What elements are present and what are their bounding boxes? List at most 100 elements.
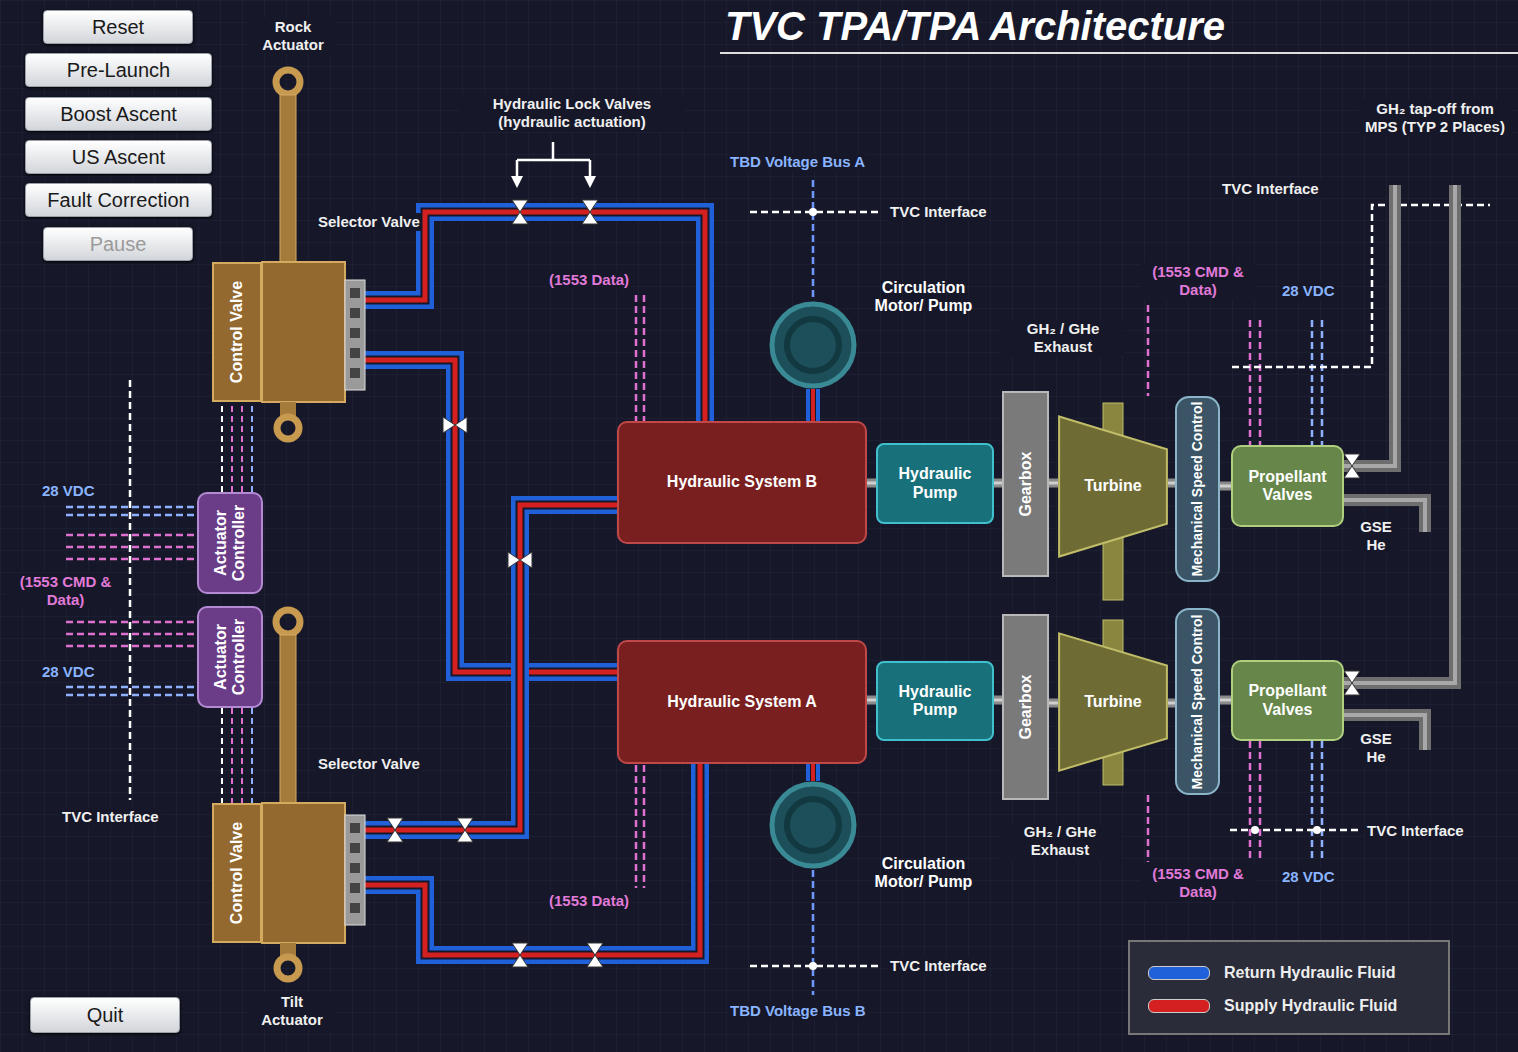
wire-line (241, 708, 243, 803)
smallpipe-line (811, 764, 815, 781)
part-label: Selector Valve (316, 755, 422, 773)
part-label: Tilt Actuator (248, 993, 336, 1029)
data-wire (636, 295, 644, 888)
smallpipe-line (811, 389, 815, 421)
legend-text: Supply Hydraulic Fluid (1224, 997, 1397, 1015)
lock-valves (387, 200, 1360, 967)
connector (262, 764, 700, 955)
node-label: Quit (87, 1004, 124, 1027)
actuator-eye (276, 70, 300, 94)
hydraulic-system: Hydraulic System A (617, 640, 867, 764)
title-underline (720, 52, 1518, 54)
smallpipe-line (806, 764, 820, 781)
part-label: Selector Valve (316, 213, 422, 231)
actuator-controller: Actuator Controller (197, 606, 263, 708)
circulation-pump: Circulation Motor/ Pump (769, 781, 857, 869)
lock-valve (457, 818, 473, 842)
legend-swatch (1148, 999, 1210, 1013)
shaft-line (1168, 479, 1175, 488)
gearbox: Gearbox (1002, 391, 1049, 577)
node-label: Pre-Launch (67, 59, 170, 82)
node-label: Hydraulic Pump (878, 683, 992, 720)
pump-rotor (787, 319, 839, 371)
junction-dot (809, 208, 817, 216)
junction-dot (1313, 826, 1321, 834)
legend-swatch (1148, 966, 1210, 980)
node-label: Actuator Controller (212, 610, 249, 704)
smallpipe-line (810, 389, 816, 421)
wire-line (221, 402, 223, 492)
node-label: Mechanical Speed Control (1190, 400, 1205, 578)
wire-line (231, 708, 233, 803)
part-label: 28 VDC (40, 663, 97, 681)
part-label: (1553 Data) (547, 271, 631, 289)
actuator-eye (276, 610, 300, 634)
connector (262, 212, 705, 421)
mode-button: Reset (43, 10, 193, 44)
connector (1220, 700, 1231, 701)
lock-valve (443, 417, 467, 433)
turbine-shape (1059, 416, 1167, 556)
node-label: Gearbox (1016, 618, 1034, 796)
actuator-eye (277, 417, 299, 439)
wire-line (221, 708, 223, 803)
gas-pipe (1340, 185, 1455, 750)
actuator-rod (280, 635, 296, 803)
pipe-line (262, 764, 700, 955)
hydraulic-system: Hydraulic System B (617, 421, 867, 544)
node-label: Boost Ascent (60, 103, 177, 126)
tvc-interface-line (129, 380, 132, 800)
node-label: Turbine (1084, 693, 1141, 711)
shaft-line (994, 696, 1002, 705)
lock-valve (512, 200, 528, 224)
circulation-pump: Circulation Motor/ Pump (769, 301, 857, 389)
selector-ports (350, 823, 360, 913)
data-wire (66, 622, 197, 646)
data-wire (1250, 320, 1260, 862)
selector-ports (350, 288, 360, 378)
part-label: GH₂ / GHe Exhaust (1001, 320, 1125, 356)
pump-circle (772, 784, 854, 866)
connector (1168, 483, 1175, 484)
actuator-rod (280, 95, 296, 262)
part-label: (1553 CMD & Data) (6, 573, 125, 609)
tap-off-valve (1344, 671, 1360, 695)
bracket-arrowheads (511, 176, 596, 188)
data-wire (1147, 305, 1150, 862)
node-label: Circulation Motor/ Pump (861, 855, 986, 892)
smallpipe-line (810, 764, 816, 781)
mode-button: Fault Correction (25, 183, 212, 217)
lock-valve (587, 943, 603, 967)
turbine: Turbine (1058, 632, 1168, 772)
propellant-valves: Propellant Valves (1231, 660, 1344, 741)
lock-valve (387, 818, 403, 842)
quit-button: Quit (30, 997, 180, 1033)
control-valve: Control Valve (212, 262, 262, 402)
pipe-line (262, 360, 617, 672)
part-label: (1553 CMD & Data) (1141, 263, 1255, 299)
connector (994, 700, 1002, 701)
hydraulic-pump: Hydraulic Pump (876, 443, 994, 524)
selector-valve (345, 280, 365, 390)
rock-actuator (262, 70, 365, 439)
signal-wires (66, 180, 1490, 995)
legend-box: Return Hydraulic FluidSupply Hydraulic F… (1128, 940, 1450, 1035)
actuator-controller: Actuator Controller (197, 492, 263, 594)
part-label: 28 VDC (1280, 282, 1337, 300)
shaft-line (867, 479, 876, 488)
node-label: Pause (90, 233, 147, 256)
actuator-eye (277, 957, 299, 979)
connector (813, 764, 814, 781)
tvc-interface-line (1230, 829, 1360, 832)
part-label: 28 VDC (40, 482, 97, 500)
legend-row: Supply Hydraulic Fluid (1148, 989, 1448, 1022)
lock-valve-bracket (517, 142, 590, 178)
hydraulic-pump: Hydraulic Pump (876, 661, 994, 741)
mode-button: Boost Ascent (25, 97, 212, 131)
disabled-button: Pause (43, 227, 193, 261)
wire-line (251, 402, 253, 492)
lock-valve (512, 943, 528, 967)
pipe-line (262, 505, 617, 830)
shaft-line (867, 699, 876, 702)
